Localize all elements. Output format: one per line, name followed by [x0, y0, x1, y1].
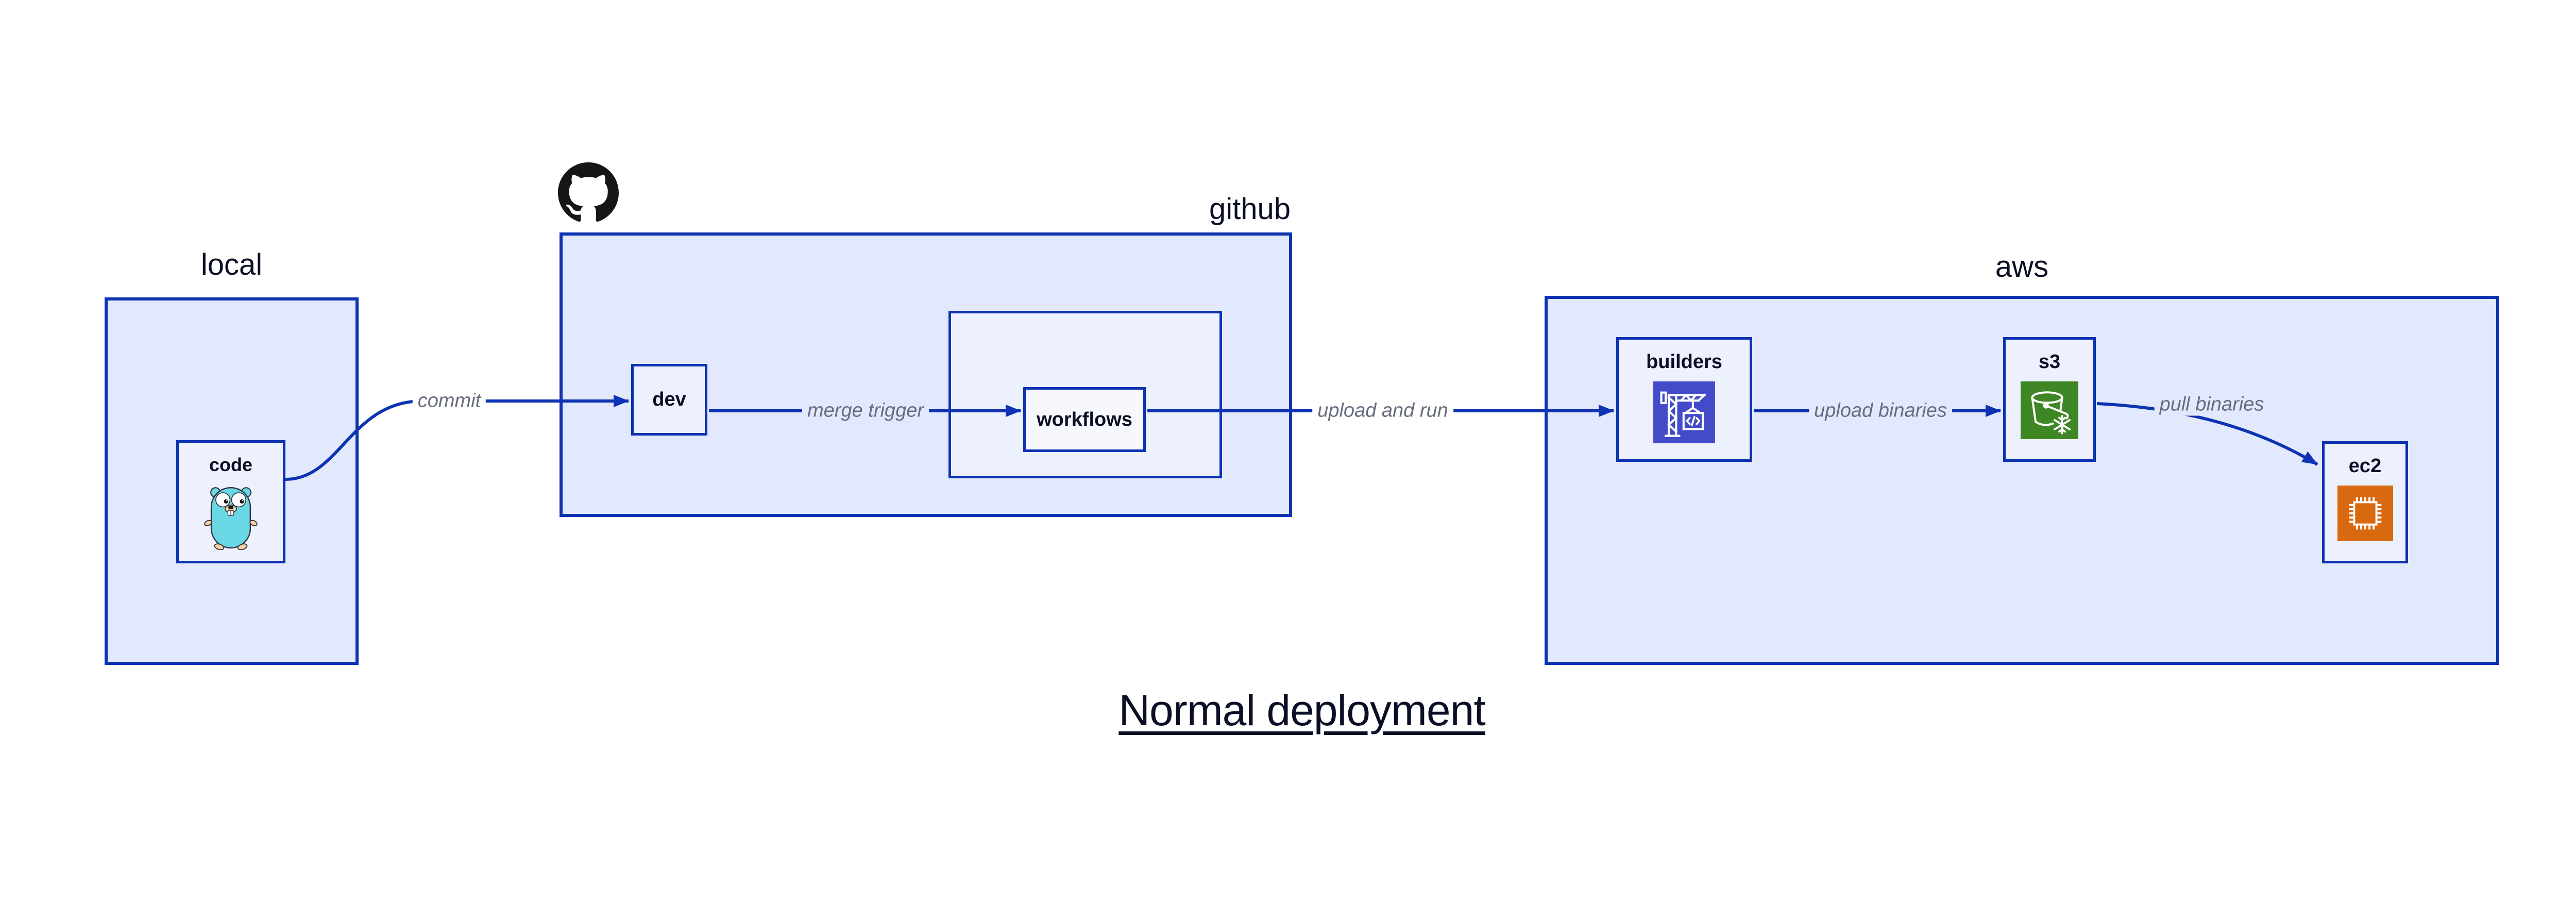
codebuild-crane-icon	[1653, 381, 1715, 446]
edge-upload-and-run-label: upload and run	[1312, 399, 1453, 422]
ec2-node: ec2	[2322, 441, 2408, 563]
builders-node-label: builders	[1646, 351, 1722, 373]
s3-node-label: s3	[2038, 351, 2061, 373]
dev-node: dev	[631, 364, 707, 436]
ec2-cpu-chip-icon	[2337, 486, 2393, 544]
github-octocat-icon	[558, 162, 619, 223]
builders-node: builders	[1616, 337, 1752, 462]
local-container-label: local	[200, 248, 263, 281]
ec2-node-label: ec2	[2348, 455, 2382, 477]
go-gopher-icon	[204, 484, 258, 553]
code-node-label: code	[209, 454, 253, 475]
s3-bucket-snowflake-icon	[2021, 381, 2078, 442]
diagram-title: Normal deployment	[1118, 686, 1485, 734]
github-container-label: github	[1209, 192, 1291, 226]
edge-commit-label: commit	[412, 390, 486, 412]
edge-upload-binaries-label: upload binaries	[1809, 399, 1952, 422]
aws-container-label: aws	[1995, 250, 2049, 283]
s3-node: s3	[2003, 337, 2096, 462]
code-node: code	[176, 440, 285, 563]
edge-merge-trigger-label: merge trigger	[802, 399, 929, 422]
dev-node-label: dev	[652, 389, 686, 410]
workflows-node: workflows	[1023, 387, 1146, 452]
workflows-node-label: workflows	[1037, 408, 1132, 430]
edge-pull-binaries-label: pull binaries	[2154, 393, 2269, 416]
